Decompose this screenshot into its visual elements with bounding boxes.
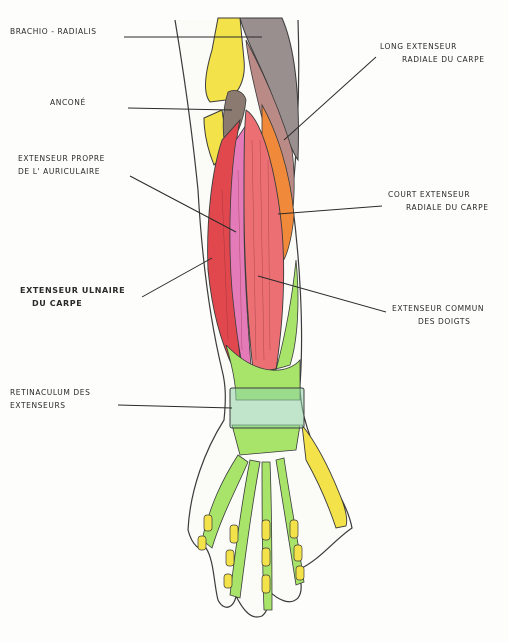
- extenseur-ulnaire-line1: EXTENSEUR ULNAIRE: [20, 286, 126, 295]
- ancone-text: ANCONÉ: [50, 98, 86, 107]
- retinaculum-line1: RETINACULUM DES: [10, 388, 91, 397]
- label-extenseur-ulnaire: EXTENSEUR ULNAIRE DU CARPE: [20, 284, 125, 310]
- muscle-striations: [221, 139, 271, 361]
- label-long-extenseur: LONG EXTENSEUR RADIALE DU CARPE: [380, 40, 485, 66]
- long-extenseur-line2: RADIALE DU CARPE: [402, 55, 485, 64]
- leader-lines: [117, 36, 387, 409]
- label-retinaculum: RETINACULUM DES EXTENSEURS: [10, 386, 91, 412]
- label-extenseur-commun: EXTENSEUR COMMUN DES DOIGTS: [392, 302, 484, 328]
- thumb-bones: [301, 423, 348, 529]
- court-extenseur-line1: COURT EXTENSEUR: [388, 190, 471, 199]
- label-extenseur-propre: EXTENSEUR PROPRE DE L' AURICULAIRE: [18, 152, 105, 178]
- retinaculum-band: [229, 387, 305, 429]
- extenseur-propre-line2: DE L' AURICULAIRE: [18, 167, 101, 176]
- lower-tendons: [225, 344, 301, 401]
- brachio-radialis-text: BRACHIO - RADIALIS: [10, 27, 97, 36]
- extenseur-ulnaire-line2: DU CARPE: [32, 299, 83, 308]
- finger-phalanges: [197, 514, 305, 594]
- extenseur-commun-line2: DES DOIGTS: [418, 317, 471, 326]
- court-extenseur-line2: RADIALE DU CARPE: [406, 203, 489, 212]
- label-brachio-radialis: BRACHIO - RADIALIS: [10, 25, 97, 38]
- label-ancone: ANCONÉ: [50, 96, 86, 109]
- retinaculum-line2: EXTENSEURS: [10, 401, 66, 410]
- label-court-extenseur: COURT EXTENSEUR RADIALE DU CARPE: [388, 188, 489, 214]
- extenseur-propre-line1: EXTENSEUR PROPRE: [18, 154, 105, 163]
- extenseur-commun-line1: EXTENSEUR COMMUN: [392, 304, 485, 313]
- long-extenseur-line1: LONG EXTENSEUR: [380, 42, 457, 51]
